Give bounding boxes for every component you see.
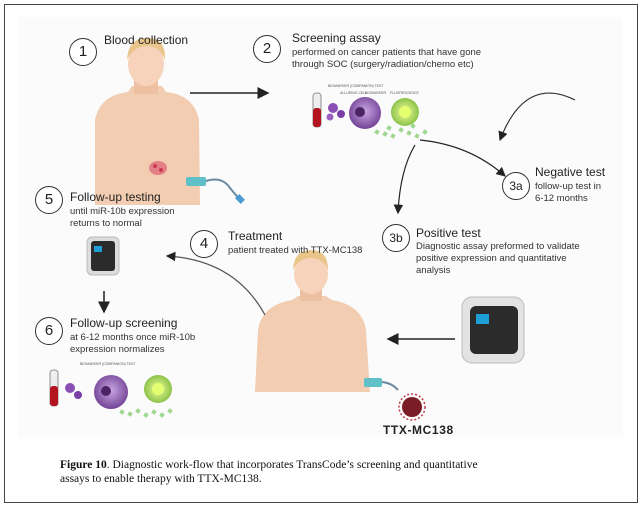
drug-particle-icon <box>398 393 426 421</box>
step-6-badge: 6 <box>35 317 63 345</box>
assay-panel-bottom: BIOMARKER (COMPANION) TEST <box>49 362 173 418</box>
svg-text:ALLURING CELL: ALLURING CELL <box>340 91 367 95</box>
step-4-badge: 4 <box>190 230 218 258</box>
svg-text:BIOMARKER (COMPANION) TEST: BIOMARKER (COMPANION) TEST <box>328 84 384 88</box>
step-2-desc-2: through SOC (surgery/radiation/chemo etc… <box>292 59 474 70</box>
patient-figure-top <box>95 38 245 205</box>
svg-text:FLUORESCENCE: FLUORESCENCE <box>390 91 419 95</box>
step-1-badge: 1 <box>69 38 97 66</box>
arrow-2-to-3a <box>419 139 506 177</box>
caption-text-1: . Diagnostic work-flow that incorporates… <box>106 459 478 471</box>
step-5-desc-1: until miR-10b expression <box>70 206 175 217</box>
arrow-2-to-3b <box>393 144 416 215</box>
step-5-badge: 5 <box>35 186 63 214</box>
analyzer-machine-small <box>86 236 120 276</box>
step-5-title: Follow-up testing <box>70 190 161 204</box>
arrow-3a-to-2 <box>498 92 576 142</box>
step-3a-badge: 3a <box>502 172 530 200</box>
step-6-desc-1: at 6-12 months once miR-10b <box>70 332 196 343</box>
caption-text-2: assays to enable therapy with TTX-MC138. <box>60 473 262 485</box>
step-3a-title: Negative test <box>535 165 606 179</box>
step-3b-desc-2: positive expression and quantitative <box>416 253 567 264</box>
analyzer-machine-large <box>461 296 525 364</box>
step-3b-title: Positive test <box>416 226 481 240</box>
step-4-title: Treatment <box>228 229 283 243</box>
caption-figure-label: Figure 10 <box>60 459 107 471</box>
step-6-desc-2: expression normalizes <box>70 344 165 355</box>
step-4-desc-1: patient treated with TTX-MC138 <box>228 245 363 256</box>
step-3b-desc-3: analysis <box>416 265 451 276</box>
step-5-desc-2: returns to normal <box>70 218 142 229</box>
step-2-desc-1: performed on cancer patients that have g… <box>292 47 482 58</box>
step-3b-desc-1: Diagnostic assay preformed to validate <box>416 241 580 252</box>
step-3b-badge: 3b <box>382 224 410 252</box>
figure-caption: Figure 10. Diagnostic work-flow that inc… <box>60 458 600 486</box>
step-2-badge: 2 <box>253 35 281 63</box>
arrow-4-to-5 <box>165 251 266 316</box>
drug-label: TTX-MC138 <box>383 423 454 437</box>
assay-panel-top: BIOMARKER (COMPANION) TEST ALLURING CELL… <box>312 84 428 139</box>
step-6-title: Follow-up screening <box>70 316 178 330</box>
figure-frame <box>4 4 638 503</box>
svg-text:BIOMARKER: BIOMARKER <box>365 91 386 95</box>
step-3a-desc-1: follow-up test in <box>535 181 602 192</box>
step-3a-desc-2: 6-12 months <box>535 193 588 204</box>
step-1-title: Blood collection <box>104 33 189 47</box>
patient-figure-bottom <box>255 250 399 392</box>
svg-text:BIOMARKER (COMPANION) TEST: BIOMARKER (COMPANION) TEST <box>80 362 136 366</box>
step-2-title: Screening assay <box>292 31 381 45</box>
